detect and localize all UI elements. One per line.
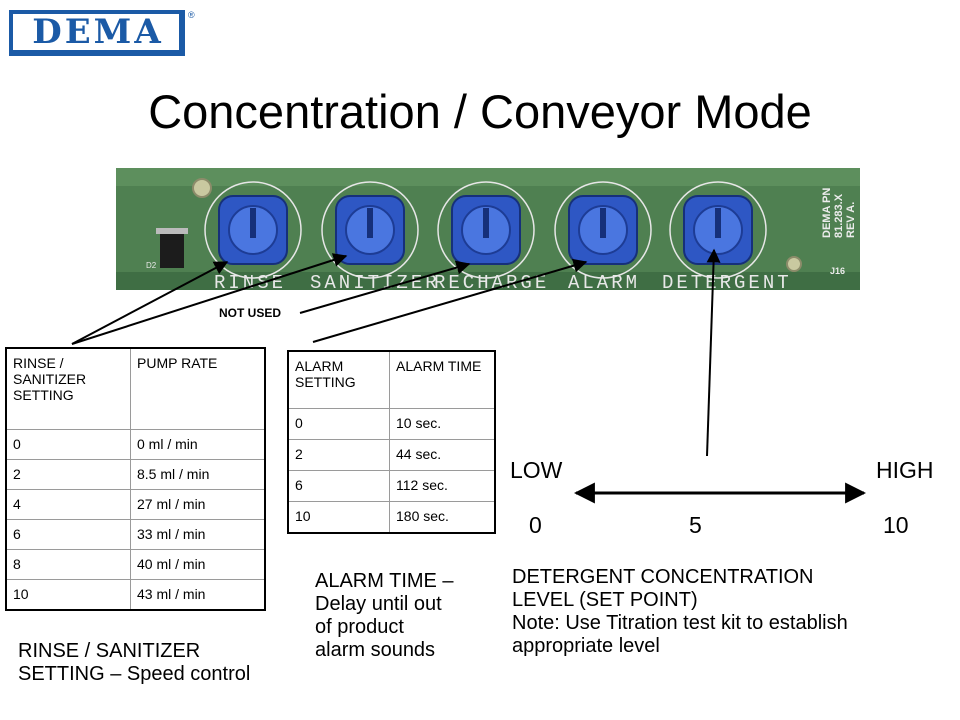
d2-label: D2 xyxy=(146,261,157,270)
cell-rate: 27 ml / min xyxy=(130,489,266,520)
scale-max-value: 10 xyxy=(883,512,909,538)
knob-alarm xyxy=(554,181,652,279)
cell-rate: 0 ml / min xyxy=(130,429,266,460)
logo-inner xyxy=(13,14,179,50)
note-line: Note: Use Titration test kit to establis… xyxy=(512,612,848,634)
cell-setting: 0 xyxy=(5,429,131,460)
arrow-recharge xyxy=(299,260,471,314)
note-line: RINSE / SANITIZER xyxy=(18,640,201,662)
cell-setting: 10 xyxy=(5,579,131,611)
knob-recharge xyxy=(437,181,535,279)
knob-sanitizer xyxy=(321,181,419,279)
page-title: Concentration / Conveyor Mode xyxy=(148,85,812,138)
cell-time: 180 sec. xyxy=(389,501,496,534)
registered-mark: ® xyxy=(188,10,195,20)
cell-setting: 0 xyxy=(287,408,390,440)
cell-setting: 2 xyxy=(5,459,131,490)
cell-time: 112 sec. xyxy=(389,470,496,502)
cell-setting: 8 xyxy=(5,549,131,580)
header-pump-rate: PUMP RATE xyxy=(130,347,266,430)
j16-label: J16 xyxy=(830,266,845,276)
cell-rate: 8.5 ml / min xyxy=(130,459,266,490)
cell-rate: 33 ml / min xyxy=(130,519,266,550)
table-header-row: RINSE / SANITIZER SETTING PUMP RATE xyxy=(5,347,266,430)
dema-logo: DEMA xyxy=(9,10,185,56)
silk-recharge: RECHARGE xyxy=(434,272,549,290)
scale-min-value: 0 xyxy=(529,512,542,538)
header-alarm-setting: ALARM SETTING xyxy=(287,350,390,409)
arrow-rinse xyxy=(71,261,229,345)
scale-mid-value: 5 xyxy=(689,512,702,538)
arrow-alarm xyxy=(312,258,588,343)
circuit-board-photo: D2 RINSE SANITIZER RECHARGE ALARM DETERG… xyxy=(116,168,860,290)
cell-setting: 6 xyxy=(287,470,390,502)
knob-rinse xyxy=(204,181,302,279)
header-rinse-setting: RINSE / SANITIZER SETTING xyxy=(5,347,131,430)
silk-sanitizer: SANITIZER xyxy=(310,272,440,290)
rinse-setting-note: RINSE / SANITIZER SETTING – Speed contro… xyxy=(18,640,250,686)
note-line: of product xyxy=(315,616,404,638)
knob-detergent xyxy=(669,181,767,279)
scale-low-label: LOW xyxy=(510,457,563,483)
note-line: SETTING – Speed control xyxy=(18,663,251,685)
board-drawing: D2 RINSE SANITIZER RECHARGE ALARM DETERG… xyxy=(116,168,860,290)
cell-setting: 2 xyxy=(287,439,390,471)
silk-detergent: DETERGENT xyxy=(662,272,792,290)
note-line: appropriate level xyxy=(512,635,660,657)
part-label-2: 81.283.X xyxy=(833,193,845,238)
note-line: ALARM TIME – xyxy=(315,570,454,592)
cell-setting: 6 xyxy=(5,519,131,550)
part-label-1: DEMA PN xyxy=(821,188,833,238)
note-line: DETERGENT CONCENTRATION xyxy=(512,566,814,588)
cell-setting: 4 xyxy=(5,489,131,520)
scale-high-label: HIGH xyxy=(876,457,934,483)
silk-rinse: RINSE xyxy=(214,272,286,290)
arrow-detergent xyxy=(706,248,721,457)
cell-time: 44 sec. xyxy=(389,439,496,471)
note-line: alarm sounds xyxy=(315,639,436,661)
note-line: LEVEL (SET POINT) xyxy=(512,589,698,611)
logo-text: DEMA xyxy=(32,12,164,52)
cell-rate: 40 ml / min xyxy=(130,549,266,580)
silk-alarm: ALARM xyxy=(568,272,640,290)
not-used-label: NOT USED xyxy=(219,306,282,320)
table-header-row: ALARM SETTING ALARM TIME xyxy=(287,350,496,409)
note-line: Delay until out xyxy=(315,593,442,615)
cell-setting: 10 xyxy=(287,501,390,534)
arrow-sanitizer xyxy=(71,253,348,345)
detergent-note: DETERGENT CONCENTRATION LEVEL (SET POINT… xyxy=(512,566,848,658)
header-alarm-time: ALARM TIME xyxy=(389,350,496,409)
cell-rate: 43 ml / min xyxy=(130,579,266,611)
part-label-3: REV A. xyxy=(845,202,857,238)
cell-time: 10 sec. xyxy=(389,408,496,440)
alarm-time-note: ALARM TIME – Delay until out of product … xyxy=(315,570,454,662)
